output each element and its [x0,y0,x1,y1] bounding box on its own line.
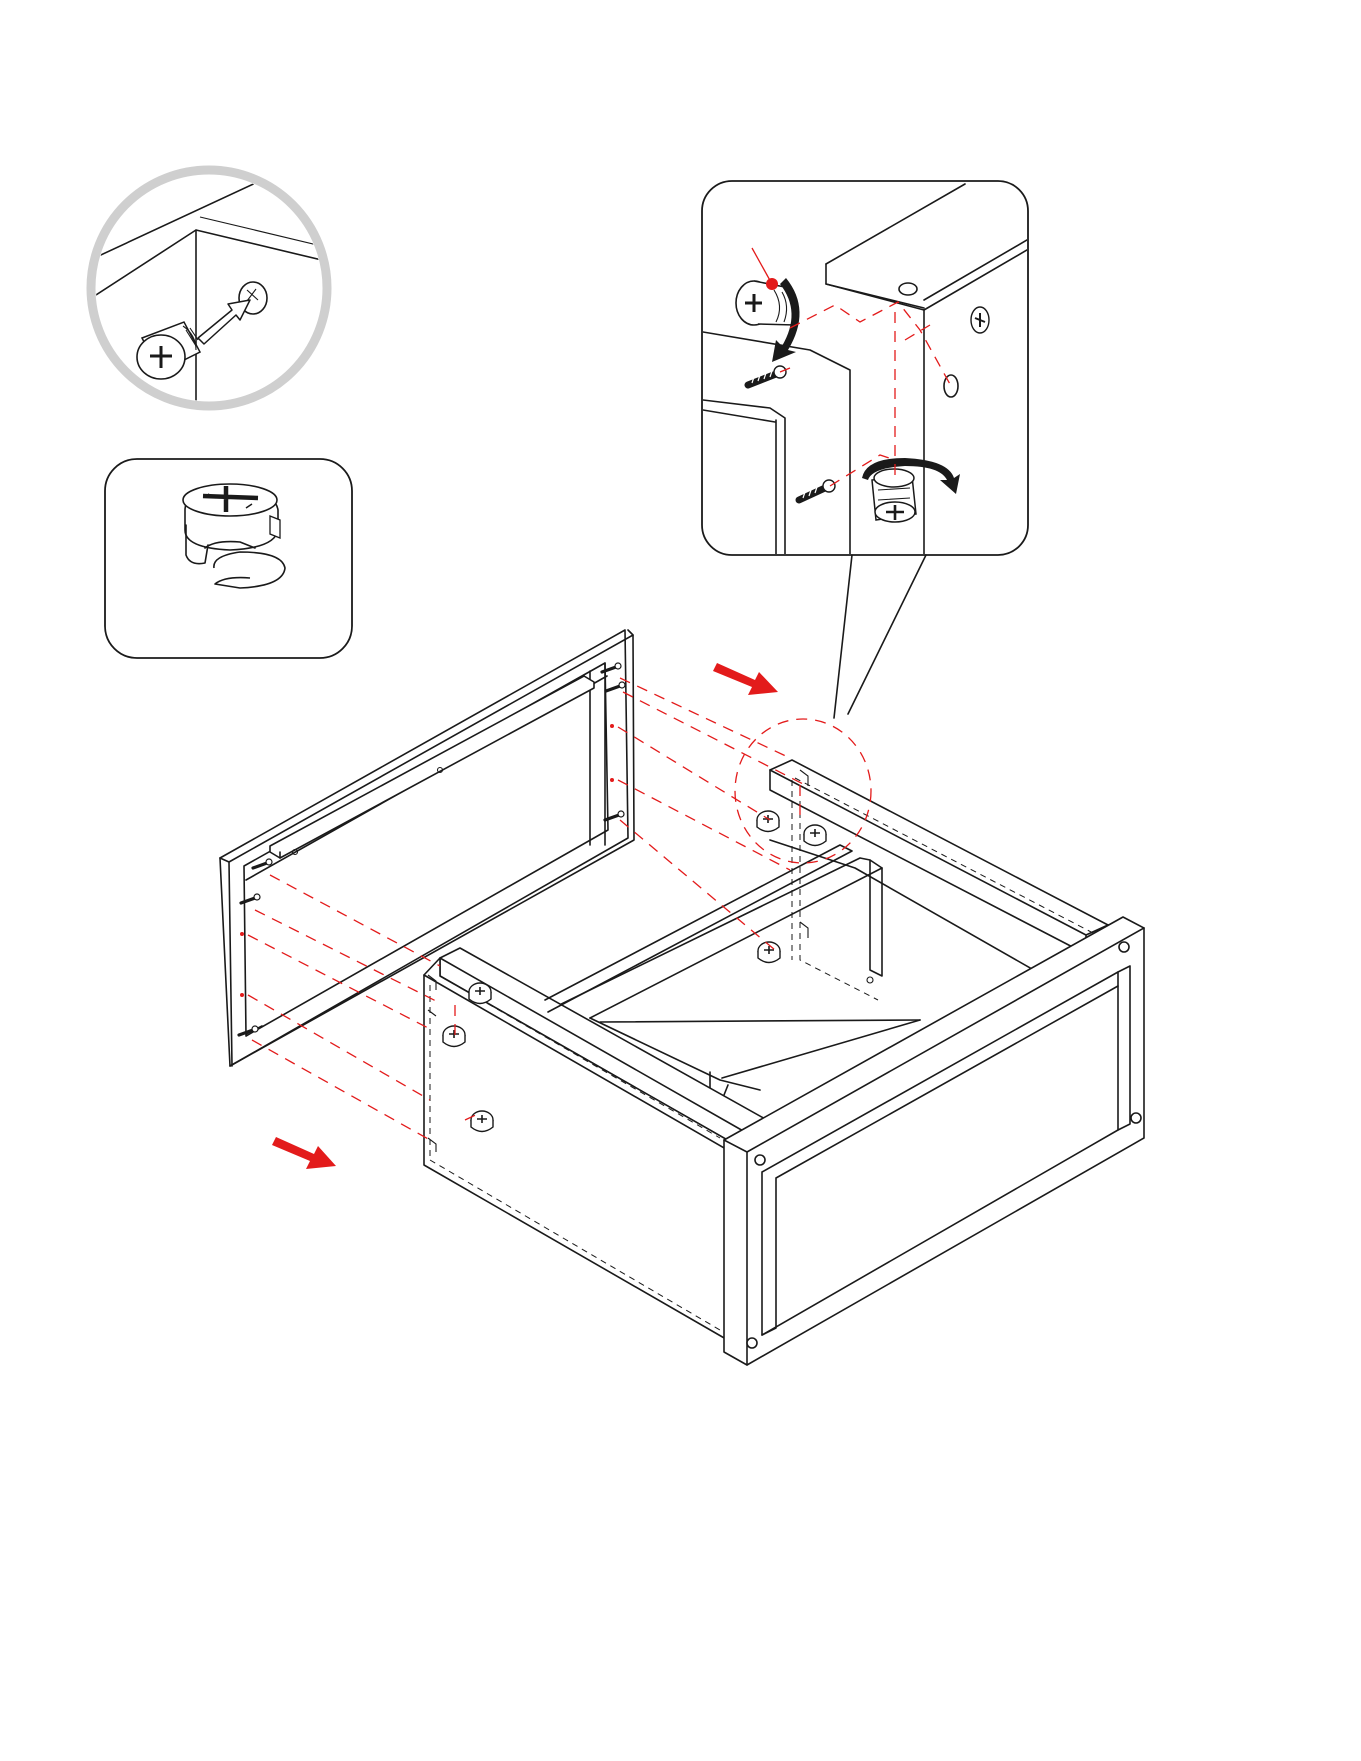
cam-lock-icon [757,811,779,832]
cam-lock-icon [469,983,491,1004]
cam-lock-icon [443,1026,465,1047]
cam-lock-part [105,459,352,658]
direction-arrow-icon [272,1137,336,1169]
cam-insert-detail [90,170,330,410]
cam-lock-icon [1119,942,1129,952]
cam-lock-icon [1131,1113,1141,1123]
cam-lock-zoom-detail [702,181,1028,560]
cam-lock-icon [755,1155,765,1165]
direction-arrow-icon [713,663,778,695]
cam-lock-icon [872,469,916,522]
cam-lock-icon [747,1338,757,1348]
cam-lock-icon [971,307,989,333]
cam-lock-icon [471,1111,493,1132]
cam-lock-icon [804,825,826,846]
